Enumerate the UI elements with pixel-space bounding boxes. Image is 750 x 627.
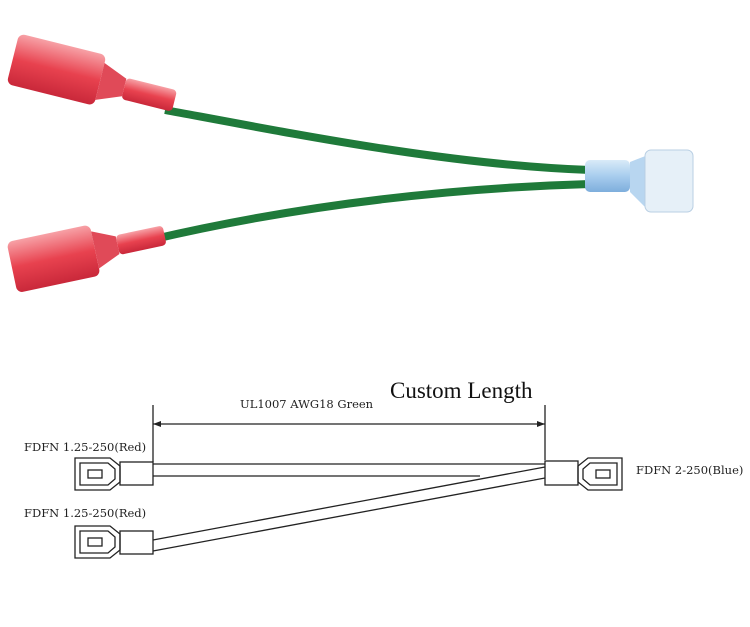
connector-label-bottom-left: FDFN 1.25-250(Red) [24, 506, 146, 520]
photo-wires [149, 106, 591, 244]
wire-label: UL1007 AWG18 Green [240, 397, 374, 411]
connector-label-top-left: FDFN 1.25-250(Red) [24, 440, 146, 454]
red-connector-photo-top [7, 34, 177, 111]
connector-right [544, 457, 623, 491]
wiring-diagram: Custom Length UL1007 AWG18 Green FDFN 1.… [24, 378, 743, 559]
custom-length-title: Custom Length [390, 378, 533, 403]
connector-bottom-left [74, 525, 154, 559]
connector-top-left [74, 457, 154, 491]
red-connector-photo-bottom [7, 225, 166, 292]
blue-connector-photo [585, 149, 694, 213]
connector-label-right: FDFN 2-250(Blue) [636, 463, 743, 477]
